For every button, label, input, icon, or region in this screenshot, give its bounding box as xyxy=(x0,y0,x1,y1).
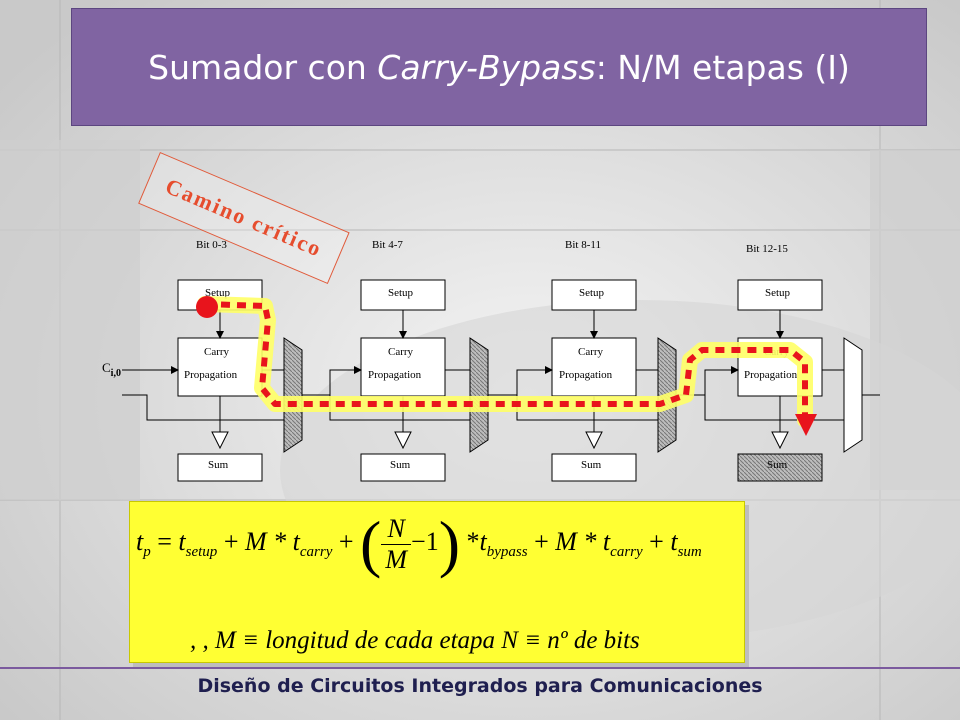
setup-label: Setup xyxy=(388,287,414,299)
slide-title: Sumador con Carry-Bypass: N/M etapas (I) xyxy=(148,48,850,87)
footer-divider xyxy=(0,667,960,669)
sum-label: Sum xyxy=(581,459,602,471)
block-bits-label: Bit 8-11 xyxy=(565,239,601,251)
setup-box xyxy=(737,279,823,311)
right-paren: ) xyxy=(438,508,461,579)
sum-label: Sum xyxy=(208,459,229,471)
footer-text: Diseño de Circuitos Integrados para Comu… xyxy=(197,675,763,697)
sum-box xyxy=(737,453,823,482)
title-suffix: : N/M etapas (I) xyxy=(595,47,850,87)
propagation-label: Propagation xyxy=(184,369,238,381)
sum-label: Sum xyxy=(767,459,788,471)
down-arrow xyxy=(394,431,412,450)
block-bits-label: Bit 4-7 xyxy=(372,239,403,251)
formula-definitions: , , M ≡ longitud de cada etapa N ≡ nº de… xyxy=(190,627,640,654)
block-bit-4-7: Bit 4-7 Setup Carry Propagation Sum xyxy=(360,239,489,482)
sum-box xyxy=(177,453,263,482)
bypass-mux xyxy=(283,337,303,453)
carry-label: Carry xyxy=(578,346,604,358)
title-italic: Carry-Bypass xyxy=(377,47,596,87)
down-arrow xyxy=(211,431,229,450)
setup-box xyxy=(360,279,446,311)
setup-label: Setup xyxy=(205,287,231,299)
bypass-mux xyxy=(469,337,489,453)
carry-propagation-box xyxy=(551,337,637,397)
propagation-label: Propagation xyxy=(559,369,613,381)
propagation-label: Propagation xyxy=(368,369,422,381)
title-banner: Sumador con Carry-Bypass: N/M etapas (I) xyxy=(71,8,927,126)
setup-box xyxy=(551,279,637,311)
carry-label: Carry xyxy=(388,346,414,358)
input-carry-label: Ci,0 xyxy=(102,360,121,379)
carry-label: Carry xyxy=(204,346,230,358)
title-prefix: Sumador con xyxy=(148,47,378,87)
down-arrow xyxy=(585,431,603,450)
block-bits-label: Bit 12-15 xyxy=(746,243,788,255)
carry-propagation-box xyxy=(360,337,446,397)
sum-label: Sum xyxy=(390,459,411,471)
sum-box xyxy=(360,453,446,482)
sum-box xyxy=(551,453,637,482)
setup-label: Setup xyxy=(765,287,791,299)
propagation-label: Propagation xyxy=(744,369,798,381)
critical-path-end-arrow xyxy=(795,414,817,436)
bypass-mux xyxy=(843,337,863,453)
block-bit-0-3: Bit 0-3 Setup Carry Propagation Sum xyxy=(177,239,303,482)
critical-path xyxy=(204,301,808,418)
block-bits-label: Bit 0-3 xyxy=(196,239,227,251)
block-bit-8-11: Bit 8-11 Setup Carry Propagation Sum xyxy=(551,239,677,482)
down-arrow xyxy=(771,431,789,450)
critical-path-start-dot xyxy=(196,296,218,318)
setup-label: Setup xyxy=(579,287,605,299)
left-paren: ( xyxy=(360,508,382,579)
